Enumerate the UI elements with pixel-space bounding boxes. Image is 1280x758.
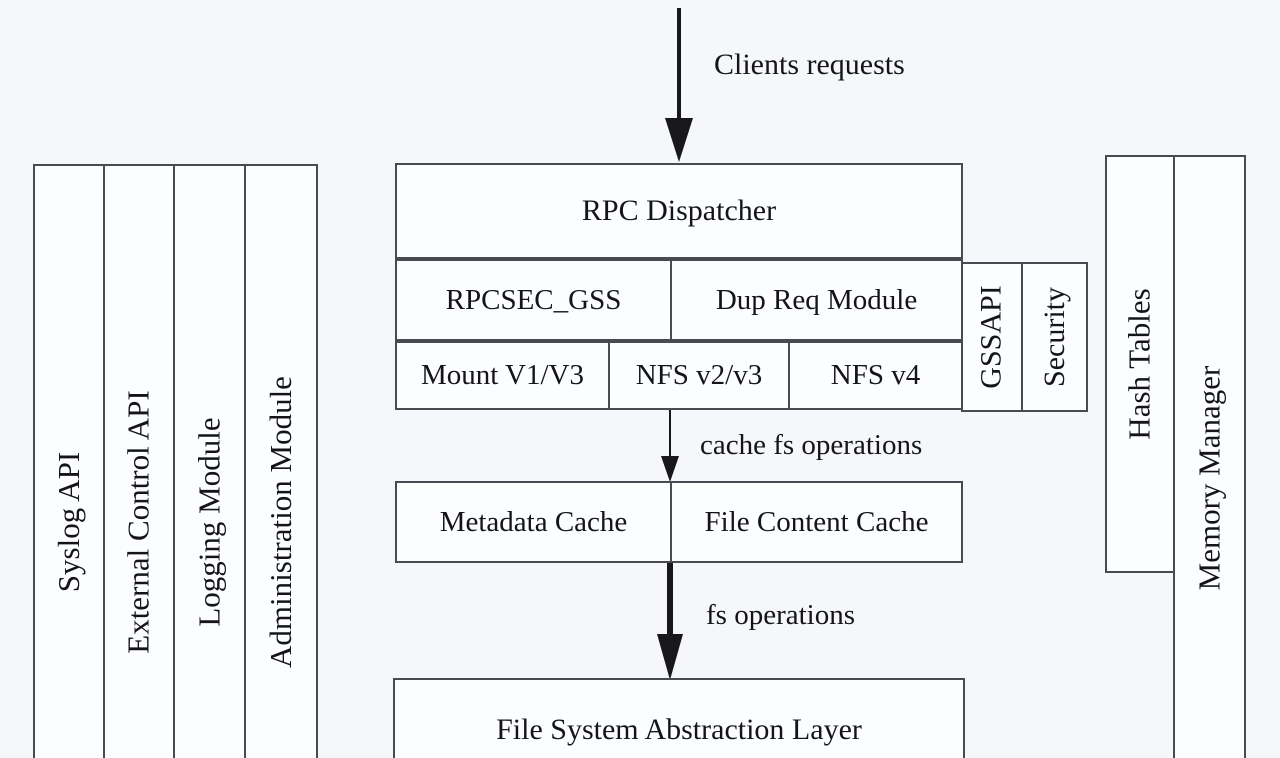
clients-request-arrow-shaft — [677, 8, 681, 120]
logging-module-label: Logging Module — [191, 417, 227, 627]
rpcsec-gss-box: RPCSEC_GSS — [395, 259, 672, 341]
administration-module-box: Administration Module — [244, 164, 318, 758]
file-system-abstraction-layer-box: File System Abstraction Layer — [393, 678, 965, 758]
cache-fs-arrow-head-icon — [661, 456, 679, 482]
rpc-dispatcher-box: RPC Dispatcher — [395, 163, 963, 259]
security-label: Security — [1037, 287, 1071, 387]
fs-operations-label: fs operations — [706, 599, 855, 631]
file-content-cache-box: File Content Cache — [670, 481, 963, 563]
syslog-api-box: Syslog API — [33, 164, 105, 758]
security-box: Security — [1021, 262, 1088, 412]
syslog-api-label: Syslog API — [51, 451, 87, 593]
nfs-v4-box: NFS v4 — [788, 341, 963, 410]
gssapi-box: GSSAPI — [961, 262, 1023, 412]
cache-fs-operations-label: cache fs operations — [700, 429, 923, 461]
fs-operations-arrow-shaft — [667, 563, 673, 635]
metadata-cache-box: Metadata Cache — [395, 481, 672, 563]
memory-manager-box: Memory Manager — [1173, 155, 1246, 758]
gssapi-label: GSSAPI — [975, 285, 1008, 389]
mount-v1-v3-box: Mount V1/V3 — [395, 341, 610, 410]
nfs-v2-v3-box: NFS v2/v3 — [608, 341, 790, 410]
logging-module-box: Logging Module — [173, 164, 246, 758]
external-control-api-label: External Control API — [121, 390, 157, 654]
dup-req-module-box: Dup Req Module — [670, 259, 963, 341]
administration-module-label: Administration Module — [263, 376, 298, 668]
fs-operations-arrow-head-icon — [657, 634, 683, 680]
hash-tables-box: Hash Tables — [1105, 155, 1175, 573]
memory-manager-label: Memory Manager — [1191, 365, 1227, 590]
cache-fs-arrow-shaft — [669, 410, 671, 458]
hash-tables-label: Hash Tables — [1122, 288, 1157, 440]
clients-request-arrow-head-icon — [665, 118, 693, 162]
clients-requests-label: Clients requests — [714, 48, 905, 81]
external-control-api-box: External Control API — [103, 164, 175, 758]
